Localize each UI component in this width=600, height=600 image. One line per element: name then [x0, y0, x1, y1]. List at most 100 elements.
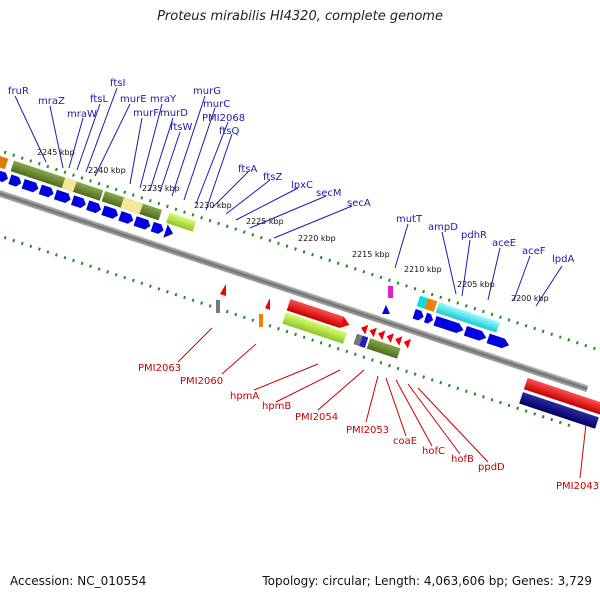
- PMI2063-feature: [216, 300, 220, 313]
- ampD-feature: [416, 295, 428, 309]
- ftsQ-feature: [120, 197, 144, 215]
- gene-arrow: [118, 211, 134, 224]
- accession-text: Accession: NC_010554: [10, 574, 147, 588]
- isolated-features: [216, 284, 393, 327]
- coaE-hofC-feature: [366, 338, 401, 359]
- gene-label: aceE: [492, 238, 516, 249]
- gene-arrow: [86, 200, 102, 214]
- gene-label: hpmB: [262, 401, 291, 412]
- gene-arrow: [386, 333, 394, 343]
- scale-label: 2245 kbp: [37, 148, 75, 157]
- gene-label: ftsL: [90, 94, 108, 105]
- scale-label: 2200 kbp: [511, 294, 549, 303]
- gene-arrow: [21, 178, 39, 193]
- scale-label: 2225 kbp: [246, 217, 284, 226]
- gene-arrow: [8, 174, 22, 187]
- gene-label: pdhR: [461, 230, 487, 241]
- PMI2053-feature: [359, 335, 369, 348]
- PMI2043-feature: [523, 377, 600, 415]
- gene-label: PMI2053: [346, 425, 389, 436]
- PMI2060-feature: [259, 314, 263, 327]
- gene-arrow: [395, 336, 403, 346]
- gene-arrow: [433, 315, 464, 334]
- gene-label: murC: [203, 99, 230, 110]
- scale-label: 2220 kbp: [298, 234, 336, 243]
- gene-arrow: [486, 333, 510, 349]
- gene-arrow: [412, 309, 424, 321]
- diagram-title: Proteus mirabilis HI4320, complete genom…: [157, 9, 443, 24]
- gene-label: murD: [160, 108, 188, 119]
- gene-label: ftsW: [170, 122, 192, 133]
- gene-arrow: [339, 316, 350, 329]
- gene-label: murF: [133, 108, 159, 119]
- gene-label: hofC: [422, 446, 445, 457]
- PMI2043-navy-feature: [519, 392, 599, 429]
- gene-arrow: [53, 189, 71, 203]
- gene-arrow: [369, 327, 377, 338]
- aceE-aceF-feature: [435, 302, 500, 333]
- gene-label: ftsZ: [263, 172, 282, 183]
- gene-label: secA: [347, 198, 371, 209]
- gene-label: ppdD: [478, 462, 505, 473]
- gene-label: ampD: [428, 222, 458, 233]
- forward-gene-labels: fruR mraZ mraW ftsL ftsI murE murF mraY …: [8, 78, 574, 265]
- gene-arrow: [403, 339, 411, 349]
- reverse-gene-labels: PMI2063 PMI2060 hpmA hpmB PMI2054 PMI205…: [138, 363, 599, 492]
- gene-label: PMI2043: [556, 481, 599, 492]
- genome-track-group: [0, 127, 600, 429]
- scale-label: 2210 kbp: [404, 265, 442, 274]
- scale-label: 2240 kbp: [88, 166, 126, 175]
- gene-label: hpmA: [230, 391, 259, 402]
- gene-arrow: [378, 330, 386, 341]
- fts-mur-cluster-feature: [10, 160, 104, 201]
- ftsA-feature: [166, 212, 197, 232]
- PMI2063-arrow: [220, 284, 226, 296]
- gene-arrow: [423, 312, 434, 324]
- gene-label: mraW: [67, 109, 97, 120]
- pdhR-feature: [424, 298, 438, 312]
- gene-label: PMI2063: [138, 363, 181, 374]
- gene-arrow: [463, 326, 487, 341]
- gene-label: mraZ: [38, 96, 65, 107]
- scale-label: 2230 kbp: [194, 201, 232, 210]
- murD-feature: [61, 177, 77, 192]
- gene-arrow: [150, 221, 164, 234]
- gene-arrow: [163, 224, 174, 238]
- gene-label: PMI2060: [180, 376, 223, 387]
- gene-arrow: [38, 184, 54, 198]
- forward-leader-lines: [14, 87, 563, 307]
- gene-label: coaE: [393, 436, 417, 447]
- scale-label: 2205 kbp: [457, 280, 495, 289]
- gene-label: mutT: [396, 214, 423, 225]
- scale-labels: 2245 kbp 2240 kbp 2235 kbp 2230 kbp 2225…: [37, 148, 549, 303]
- gene-label: PMI2068: [202, 113, 245, 124]
- gene-arrow: [133, 216, 151, 230]
- genome-summary-text: Topology: circular; Length: 4,063,606 bp…: [262, 574, 592, 588]
- scale-label: 2215 kbp: [352, 250, 390, 259]
- forward-gene-arrows: [0, 170, 510, 349]
- gene-label: lpdA: [552, 254, 574, 265]
- mraW-feature: [0, 155, 9, 170]
- hpmB-feature: [282, 312, 347, 344]
- PMI2054-feature: [353, 333, 363, 347]
- gene-arrow: [0, 170, 9, 183]
- gene-label: murE: [120, 94, 147, 105]
- gene-arrow: [70, 195, 86, 209]
- gene-label: PMI2054: [295, 412, 338, 423]
- gene-arrow: [101, 205, 119, 219]
- reverse-features: [282, 298, 600, 429]
- gene-label: mraY: [150, 94, 177, 105]
- gene-label: ftsI: [110, 78, 125, 89]
- gene-label: secM: [316, 188, 342, 199]
- mutT-arrow: [382, 305, 390, 314]
- gene-label: hofB: [451, 454, 474, 465]
- gene-label: murG: [193, 86, 221, 97]
- PMI2060-arrow: [265, 298, 270, 310]
- gene-label: ftsA: [238, 164, 257, 175]
- gene-label: fruR: [8, 86, 29, 97]
- mutT-feature: [388, 286, 393, 298]
- gene-label: lpxC: [291, 180, 313, 191]
- gene-label: ftsQ: [219, 126, 239, 137]
- hpmA-feature: [286, 298, 344, 329]
